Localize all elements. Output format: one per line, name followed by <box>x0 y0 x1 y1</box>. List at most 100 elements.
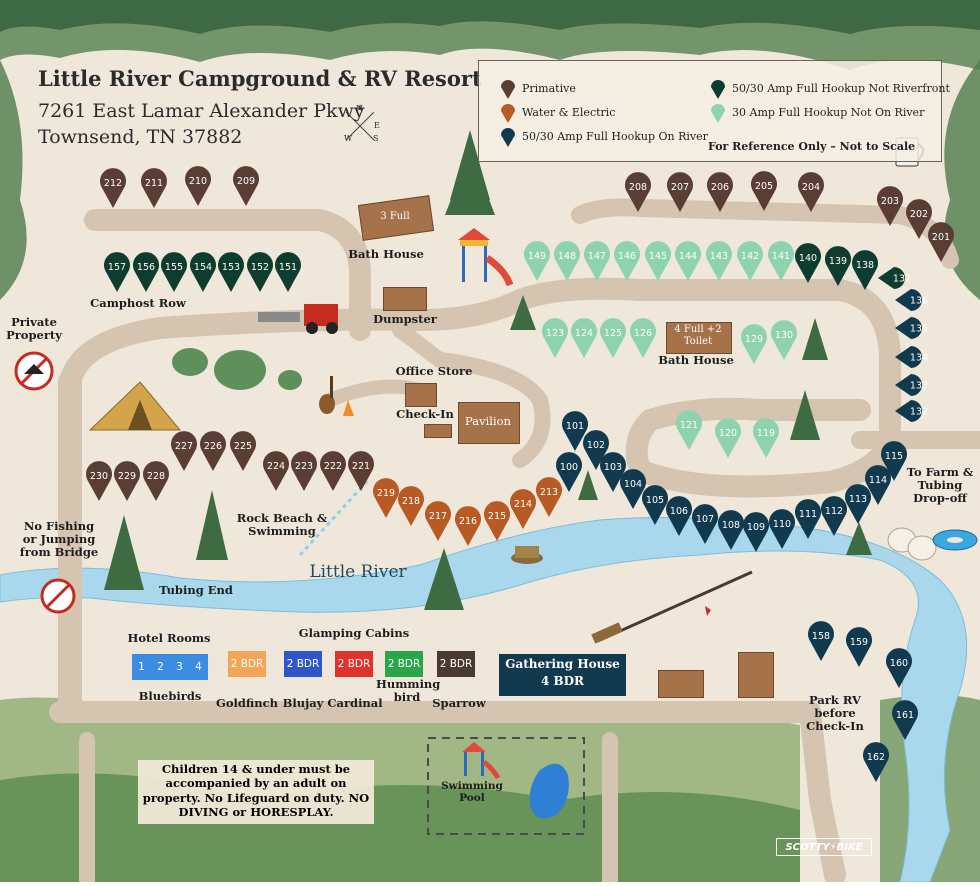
campsite-pin-141: 141 <box>768 241 794 281</box>
campsite-pin-152: 152 <box>247 252 273 292</box>
campsite-pin-155: 155 <box>161 252 187 292</box>
campsite-pin-126: 126 <box>630 318 657 358</box>
building-sw <box>658 670 704 698</box>
campsite-pin-103: 103 <box>600 452 626 492</box>
stump-icon <box>511 546 543 564</box>
campsite-pin-107: 107 <box>692 504 719 544</box>
campsite-number: 212 <box>104 178 122 189</box>
campsite-pin-shape <box>536 477 562 517</box>
campsite-pin-shape <box>737 241 764 281</box>
campsite-pin-216: 216 <box>455 506 482 546</box>
campsite-pin-shape <box>692 504 719 544</box>
dumpster-building <box>383 287 427 311</box>
gathering-house-label: Gathering House <box>505 657 620 671</box>
campsite-pin-206: 206 <box>707 172 733 212</box>
office-store-label: Office Store <box>395 364 473 378</box>
campsite-number: 109 <box>747 522 765 533</box>
campsite-number: 130 <box>775 330 793 341</box>
campsite-pin-207: 207 <box>667 172 694 212</box>
campsite-number: 112 <box>825 506 843 517</box>
campsite-number: 229 <box>118 471 136 482</box>
campsite-pin-153: 153 <box>218 252 244 292</box>
campsite-pin-shape <box>85 461 112 501</box>
no-entry-icon <box>14 351 54 391</box>
campsite-number: 219 <box>377 488 395 499</box>
no-fishing-icon <box>40 578 76 614</box>
campsite-pin-shape <box>895 317 922 339</box>
camphost-row-label: Camphost Row <box>90 296 186 310</box>
campsite-pin-142: 142 <box>737 241 764 281</box>
legend-label-primitive: Primative <box>522 82 576 95</box>
campsite-pin-shape <box>808 621 834 661</box>
tubing-end-label: Tubing End <box>159 583 233 597</box>
campsite-pin-224: 224 <box>263 451 289 491</box>
campsite-number: 146 <box>618 251 636 262</box>
campsite-number: 114 <box>869 475 887 486</box>
campsite-number: 145 <box>649 251 667 262</box>
campsite-pin-shape <box>895 289 922 311</box>
campsite-pin-100: 100 <box>556 452 582 492</box>
campsite-pin-shape <box>768 241 794 281</box>
park-rv-label: Park RV before Check-In <box>806 693 864 734</box>
campsite-pin-shape <box>542 318 568 358</box>
campsite-number: 228 <box>147 471 165 482</box>
campsite-pin-shape <box>275 252 301 292</box>
campsite-pin-204: 204 <box>798 172 824 212</box>
campsite-pin-109: 109 <box>743 512 769 552</box>
bath-house-mid-building <box>666 322 732 354</box>
campsite-pin-208: 208 <box>625 172 652 212</box>
cabin-cardinal: 2 BDR <box>335 651 373 677</box>
gathering-house: Gathering House 4 BDR <box>499 654 626 696</box>
compass-n: N <box>356 104 363 113</box>
campsite-number: 100 <box>560 462 578 473</box>
campsite-pin-shape <box>510 489 536 529</box>
campsite-pin-shape <box>707 172 733 212</box>
campsite-number: 161 <box>896 710 914 721</box>
campsite-pin-203: 203 <box>877 186 903 226</box>
check-in-building <box>424 424 452 438</box>
campsite-pin-shape <box>614 241 640 281</box>
campsite-pin-shape <box>455 506 482 546</box>
campsite-number: 115 <box>885 451 903 462</box>
campsite-number: 124 <box>575 328 593 339</box>
campsite-number: 132 <box>910 407 928 418</box>
campsite-pin-222: 222 <box>320 451 347 491</box>
campsite-pin-shape <box>582 430 609 470</box>
tent-icon <box>88 381 182 431</box>
campsite-pin-211: 211 <box>141 168 167 208</box>
campsite-number: 202 <box>910 209 928 220</box>
campsite-pin-shape <box>100 168 126 208</box>
campsite-number: 225 <box>234 441 252 452</box>
campsite-pin-145: 145 <box>645 241 671 281</box>
campsite-pin-161: 161 <box>892 700 919 740</box>
private-property-label: Private Property <box>6 315 62 343</box>
campsite-pin-shape <box>625 172 652 212</box>
campsite-number: 227 <box>175 441 193 452</box>
legend-note: For Reference Only – Not to Scale <box>708 140 916 153</box>
cabin-goldfinch: 2 BDR <box>228 651 266 677</box>
campsite-pin-shape <box>600 452 626 492</box>
campsite-pin-shape <box>845 484 871 524</box>
campsite-pin-shape <box>562 411 589 451</box>
campsite-pin-151: 151 <box>275 252 301 292</box>
campsite-pin-shape <box>161 252 187 292</box>
campsite-pin-223: 223 <box>291 451 318 491</box>
swimming-pool-label: Swimming Pool <box>441 780 503 805</box>
campsite-pin-shape <box>524 241 551 281</box>
campsite-pin-shape <box>928 222 954 262</box>
campsite-pin-115: 115 <box>881 441 908 481</box>
campsite-pin-shape <box>881 441 908 481</box>
hotel-rooms-label: Hotel Rooms <box>127 631 211 645</box>
cabin-blujay-name: Blujay <box>282 696 324 710</box>
campsite-pin-217: 217 <box>425 501 452 541</box>
campsite-pin-144: 144 <box>675 241 701 281</box>
campsite-pin-147: 147 <box>584 241 610 281</box>
hotel-room-2: 2 <box>151 654 170 680</box>
campsite-pin-221: 221 <box>348 451 374 491</box>
campsite-pin-214: 214 <box>510 489 536 529</box>
campsite-pin-162: 162 <box>863 742 889 782</box>
campsite-number: 147 <box>588 251 606 262</box>
campsite-pin-shape <box>877 186 903 226</box>
campsite-pin-132: 132 <box>895 400 928 422</box>
campsite-number: 138 <box>856 260 874 271</box>
